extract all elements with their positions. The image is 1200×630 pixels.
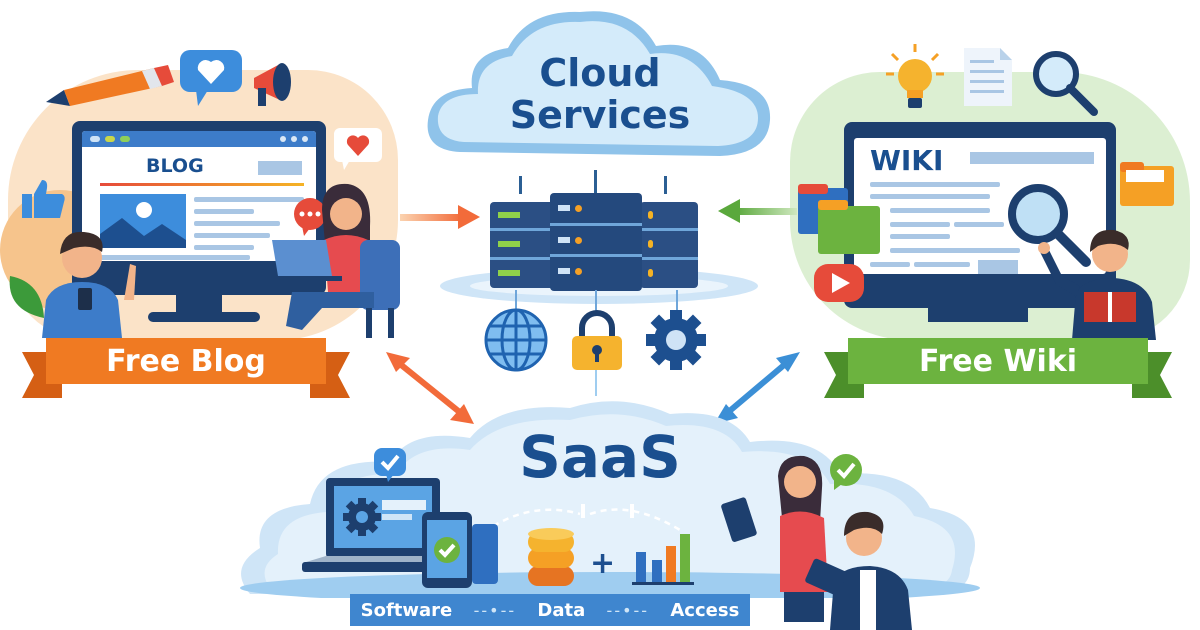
woman-with-laptop-illustration	[272, 183, 400, 338]
blog-window-bar	[82, 131, 316, 147]
wiki-search-box	[970, 152, 1094, 164]
wiki-screen-title: WIKI	[870, 144, 944, 177]
server-rack-icon	[640, 202, 698, 288]
gear-icon	[646, 310, 706, 370]
megaphone-icon	[254, 63, 291, 106]
server-rack-icon	[550, 193, 642, 291]
free-wiki-banner: Free Wiki	[824, 338, 1172, 398]
woman-with-tablet-illustration	[721, 455, 828, 622]
magnifier-icon	[1008, 184, 1091, 267]
cloud-services-title: Cloud Services	[470, 52, 730, 136]
footer-separator: --•--	[473, 600, 517, 620]
check-bubble-icon	[830, 454, 862, 490]
folder-icon	[1120, 162, 1174, 206]
database-icon	[528, 528, 574, 586]
blog-screen-title: BLOG	[146, 155, 204, 177]
connector	[664, 176, 667, 194]
blog-search-box	[258, 161, 302, 175]
footer-item-access: Access	[670, 599, 740, 621]
free-blog-banner: Free Blog	[22, 338, 350, 398]
blog-monitor-stand	[176, 295, 222, 315]
free-blog-banner-label: Free Blog	[106, 343, 266, 379]
man-with-phone-illustration	[42, 231, 136, 338]
saas-title: SaaS	[519, 423, 681, 491]
document-icon	[964, 48, 1012, 106]
laptop-gear-icon	[302, 478, 452, 572]
typing-bubble-icon	[294, 198, 326, 236]
footer-item-software: Software	[360, 599, 453, 621]
heart-chat-icon	[180, 50, 242, 106]
footer-item-data: Data	[537, 599, 586, 621]
man-with-book-illustration	[1038, 229, 1156, 340]
arrow-wiki-to-cloud-icon	[718, 199, 797, 223]
wiki-thumbnail	[978, 260, 1018, 274]
globe-icon	[484, 308, 548, 372]
connector	[515, 290, 517, 312]
cloud-shape	[427, 11, 771, 156]
image-placeholder-icon	[100, 194, 186, 248]
plus-sign: +	[590, 546, 616, 581]
connector	[676, 290, 678, 312]
wiki-monitor-stand	[928, 308, 1028, 322]
connector	[595, 370, 597, 396]
blog-screen: BLOG	[82, 131, 316, 261]
free-wiki-banner-label: Free Wiki	[918, 343, 1078, 379]
man-with-tablet-illustration	[805, 511, 912, 630]
blog-monitor-base	[148, 312, 260, 322]
lock-icon	[572, 310, 622, 370]
leaf-icon	[9, 276, 44, 318]
folder-icon	[798, 184, 880, 254]
phone-check-icon	[422, 512, 498, 588]
connector	[519, 176, 522, 194]
connector	[594, 170, 597, 194]
footer-separator: --•--	[606, 600, 650, 620]
thumbs-up-icon	[22, 180, 65, 218]
cloud-services-title-line2: Services	[509, 93, 691, 137]
heart-bubble-icon	[334, 128, 382, 170]
saas-footer-bar: Software --•-- Data --•-- Access	[350, 594, 750, 626]
arrow-blog-to-cloud-icon	[400, 205, 480, 229]
lightbulb-icon	[886, 44, 944, 108]
play-icon	[814, 264, 864, 302]
bar-chart-icon	[632, 534, 694, 585]
cloud-services-title-line1: Cloud	[539, 51, 661, 95]
blog-accent-line	[100, 183, 304, 186]
magnifier-icon	[1033, 51, 1098, 116]
connector	[595, 290, 597, 314]
pencil-icon	[46, 65, 174, 106]
check-bubble-icon	[374, 448, 406, 482]
